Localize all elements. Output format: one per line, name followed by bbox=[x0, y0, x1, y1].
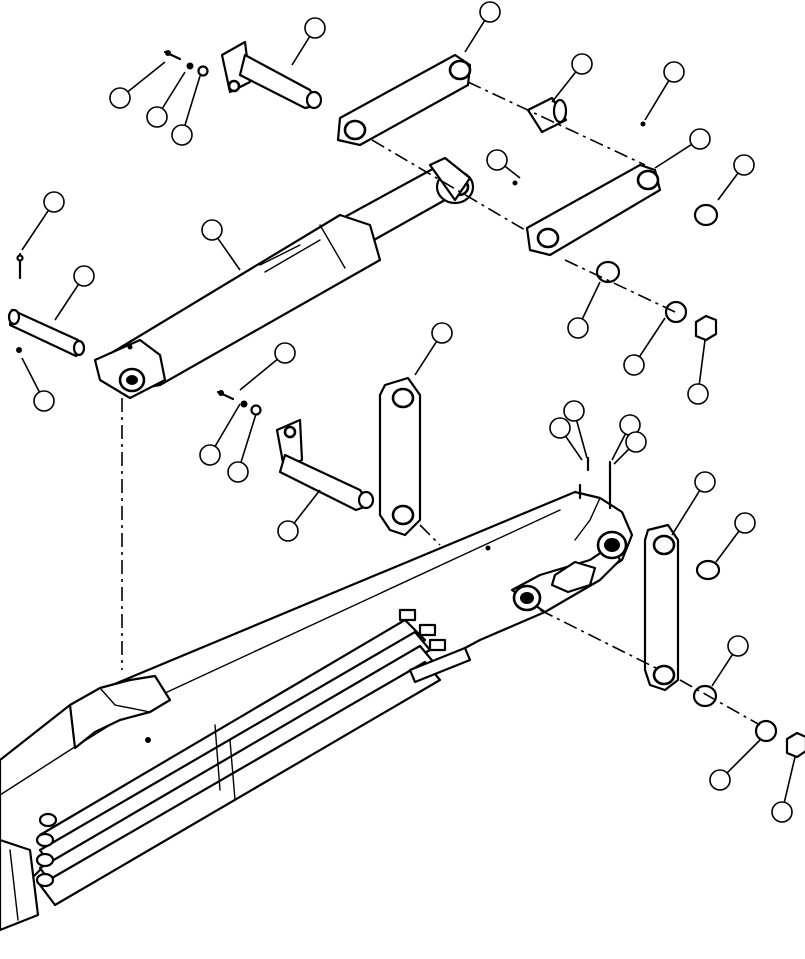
hydraulic-lines bbox=[35, 608, 472, 907]
callout-bubble bbox=[549, 417, 571, 439]
lock-nut bbox=[785, 731, 805, 759]
grease-fitting bbox=[640, 121, 646, 127]
hardware bbox=[16, 50, 805, 759]
vertical-link-right bbox=[643, 523, 680, 692]
callout-bubble bbox=[199, 444, 221, 466]
callout-leader bbox=[644, 80, 670, 121]
callout-bubble bbox=[486, 149, 508, 171]
callout-bubble bbox=[567, 317, 589, 339]
bushing bbox=[695, 559, 721, 581]
callout-leader bbox=[217, 237, 241, 271]
callout-leader bbox=[711, 653, 734, 687]
bushing bbox=[692, 684, 718, 708]
callout-leader bbox=[184, 75, 201, 126]
washer bbox=[664, 300, 688, 324]
callout-leader bbox=[127, 61, 166, 93]
callout-leader bbox=[54, 283, 80, 321]
cylinder-mount-bracket bbox=[68, 674, 172, 750]
upper-link-right bbox=[525, 163, 662, 257]
bushing bbox=[595, 260, 621, 284]
callout-bubble bbox=[623, 354, 645, 376]
center-lines bbox=[121, 81, 761, 726]
washer bbox=[197, 65, 209, 77]
upper-link-left bbox=[336, 53, 472, 147]
callout-bubble bbox=[277, 520, 299, 542]
callout-bubble bbox=[431, 322, 453, 344]
callout-leader bbox=[783, 756, 796, 803]
pivot-pin-upper bbox=[220, 40, 323, 110]
lock-washer bbox=[186, 62, 194, 70]
lock-nut bbox=[694, 314, 718, 342]
callout-bubble bbox=[727, 635, 749, 657]
grease-fitting bbox=[512, 180, 518, 186]
callout-bubble bbox=[146, 106, 168, 128]
callout-leader bbox=[717, 172, 739, 201]
callout-bubble bbox=[274, 342, 296, 364]
callout-bubble bbox=[304, 17, 326, 39]
callout-bubble bbox=[73, 265, 95, 287]
callout-leader bbox=[161, 71, 186, 109]
callout-leader bbox=[671, 490, 701, 536]
callout-leader bbox=[239, 358, 278, 391]
callout-leader bbox=[654, 143, 693, 169]
washer bbox=[754, 719, 778, 743]
callout-leader bbox=[551, 71, 577, 103]
callout-leader bbox=[565, 435, 583, 461]
callout-leader bbox=[414, 340, 438, 376]
callout-bubble bbox=[625, 431, 647, 453]
callout-leader bbox=[638, 317, 666, 358]
callout-bubble bbox=[109, 87, 131, 109]
cylinder-pin bbox=[7, 308, 86, 358]
callout-leader bbox=[293, 489, 321, 524]
pivot-pin-lower bbox=[275, 418, 375, 512]
callout-bubble bbox=[694, 471, 716, 493]
callout-leader bbox=[613, 448, 630, 465]
callout-leader bbox=[575, 420, 588, 459]
grease-fitting bbox=[16, 347, 22, 353]
hydraulic-cylinder bbox=[93, 156, 475, 400]
callout-bubble bbox=[771, 801, 793, 823]
callout-bubble bbox=[43, 191, 65, 213]
callout-bubble bbox=[171, 124, 193, 146]
vertical-link-center bbox=[378, 376, 422, 537]
callout-bubble bbox=[201, 219, 223, 241]
callout-leader bbox=[504, 165, 521, 179]
callout-leader bbox=[214, 403, 241, 447]
callout-bubble bbox=[689, 128, 711, 150]
callout-leader bbox=[726, 739, 761, 774]
boom-lug bbox=[550, 560, 597, 594]
callout-bubble bbox=[709, 769, 731, 791]
callout-leader bbox=[21, 357, 41, 393]
callout-bubble bbox=[33, 390, 55, 412]
lock-washer bbox=[240, 400, 248, 408]
callout-leader bbox=[698, 339, 706, 385]
callout-leader bbox=[715, 530, 740, 563]
callout-leader bbox=[611, 433, 627, 461]
callout-bubble bbox=[563, 400, 585, 422]
callout-leader bbox=[581, 281, 601, 320]
callout-bubble bbox=[479, 1, 501, 23]
callout-leader bbox=[464, 20, 486, 53]
callout-bubble bbox=[227, 461, 249, 483]
callout-bubble bbox=[571, 53, 593, 75]
washer bbox=[250, 404, 262, 416]
callout-bubble bbox=[733, 154, 755, 176]
callout-leader bbox=[240, 413, 257, 463]
callout-bubble bbox=[734, 512, 756, 534]
callout-leader bbox=[21, 209, 50, 251]
callout-leader bbox=[291, 36, 311, 66]
callout-bubble bbox=[687, 383, 709, 405]
bushing bbox=[693, 203, 719, 227]
callout-bubble bbox=[663, 61, 685, 83]
callouts bbox=[21, 1, 796, 823]
